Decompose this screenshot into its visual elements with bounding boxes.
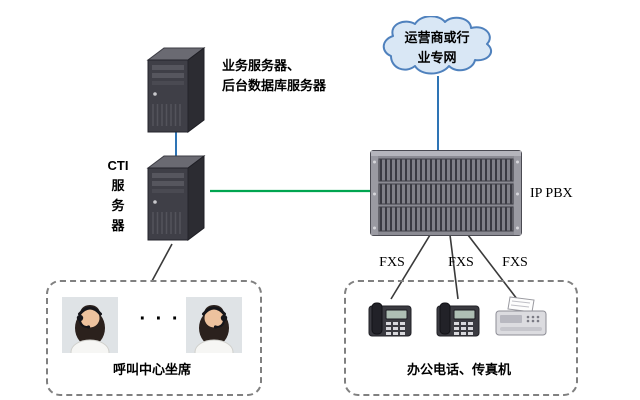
- link-cti-callcenter: [151, 243, 173, 282]
- desk-phone-icon: [368, 300, 412, 338]
- cti-server-label: CTI 服 务 器: [107, 158, 129, 234]
- agent-avatar-icon: [62, 297, 118, 353]
- fxs-label-2: FXS: [448, 255, 474, 270]
- app-server-label: 业务服务器、 后台数据库服务器: [222, 58, 327, 94]
- cti-server-tower-icon: [140, 150, 212, 246]
- cloud-icon: [376, 16, 498, 80]
- ip-pbx-rack-icon: [370, 150, 522, 236]
- callcenter-label: 呼叫中心坐席: [112, 362, 191, 377]
- link-pbx-phone1: [390, 234, 431, 300]
- ellipsis-dots: · · ·: [139, 308, 181, 330]
- link-pbx-phone2: [449, 234, 459, 300]
- link-pbx-fax: [467, 234, 518, 300]
- ip-pbx-label: IP PBX: [530, 186, 573, 201]
- fxs-label-3: FXS: [502, 255, 528, 270]
- server-tower-icon: [140, 42, 212, 138]
- desk-phone-icon: [436, 300, 480, 338]
- office-devices-label: 办公电话、传真机: [406, 362, 511, 377]
- agent-avatar-icon: [186, 297, 242, 353]
- office-group-box: [344, 280, 578, 396]
- cloud-label: 运营商或行 业专网: [404, 30, 470, 66]
- fxs-label-1: FXS: [379, 255, 405, 270]
- fax-machine-icon: [494, 296, 548, 340]
- callcenter-group-box: [46, 280, 262, 396]
